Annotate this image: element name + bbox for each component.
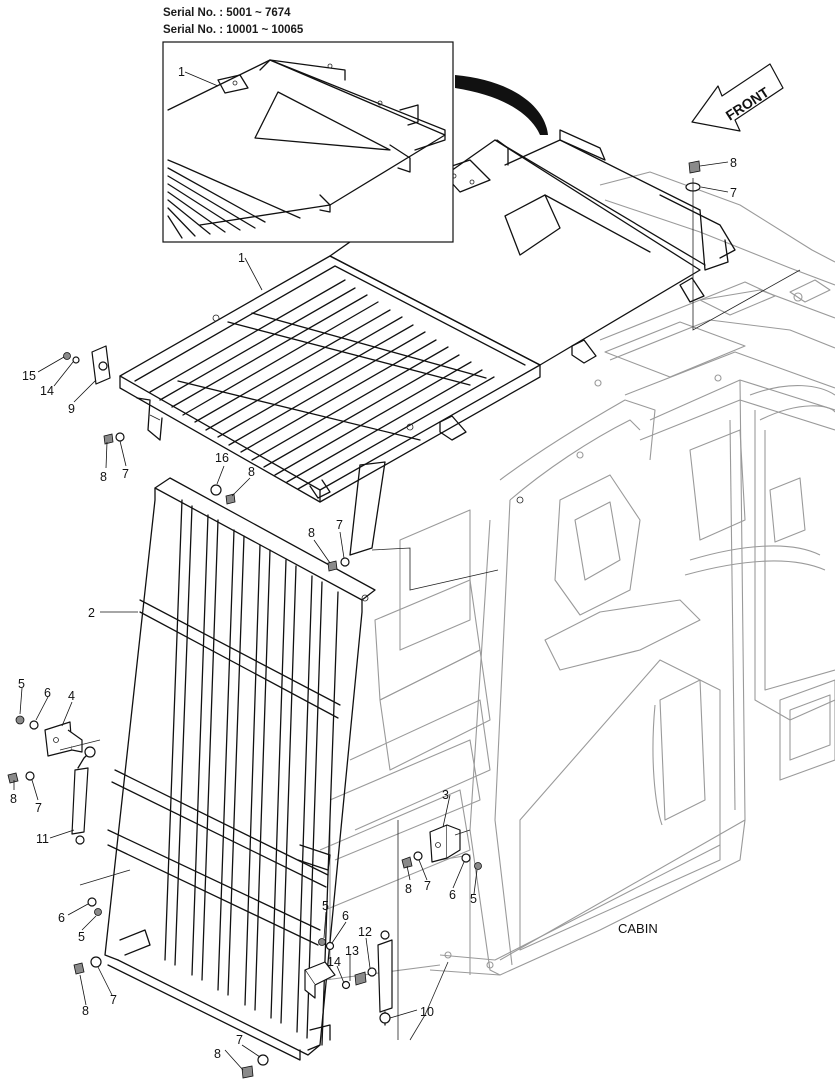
callout-washer-16: 16 <box>215 451 229 465</box>
bracket-4 <box>44 721 83 757</box>
callout-top-guard-1: 1 <box>238 251 245 265</box>
hinge-bracket-9 <box>91 345 111 385</box>
callout-labels: 1 1 2 3 4 5 6 8 7 11 6 5 8 7 8 7 5 6 13 … <box>10 65 737 1061</box>
callout-bolt-8-left-lower: 8 <box>82 1004 89 1018</box>
callout-washer-7-left-upper: 7 <box>35 801 42 815</box>
callout-pin-12: 12 <box>358 925 372 939</box>
cabin-label: CABIN <box>618 921 658 936</box>
fasteners <box>7 160 701 1079</box>
front-arrow: FRONT <box>691 63 784 132</box>
callout-bolt-8-roof: 8 <box>730 156 737 170</box>
callout-nut-5-left-lower: 5 <box>78 930 85 944</box>
callout-washer-14-top: 14 <box>40 384 54 398</box>
callout-washer-7-bottom: 7 <box>236 1033 243 1047</box>
callout-washer-7-roof: 7 <box>730 186 737 200</box>
callout-washer-6-left-lower: 6 <box>58 911 65 925</box>
leader-lines <box>13 71 729 1071</box>
bracket-3 <box>429 824 461 863</box>
callout-washer-6-right: 6 <box>449 888 456 902</box>
callout-hinge-9: 9 <box>68 402 75 416</box>
callout-nut-5-mid: 5 <box>322 899 329 913</box>
gas-stay-11 <box>71 746 96 845</box>
callout-bolt-13: 13 <box>345 944 359 958</box>
gas-stay-10 <box>377 930 393 1026</box>
callout-washer-6-mid: 6 <box>342 909 349 923</box>
callout-nut-5-left: 5 <box>18 677 25 691</box>
callout-bracket-3: 3 <box>442 788 449 802</box>
callout-washer-7-guard-pin: 7 <box>336 518 343 532</box>
front-guard <box>104 477 376 1061</box>
callout-bolt-8-guard-pin: 8 <box>308 526 315 540</box>
callout-washer-14-mid: 14 <box>327 955 341 969</box>
serial-number-range-2: Serial No. : 10001 ~ 10065 <box>163 24 304 36</box>
callout-bolt-8-right-bracket: 8 <box>405 882 412 896</box>
callout-washer-7-hinge: 7 <box>122 467 129 481</box>
callout-bolt-15: 15 <box>22 369 36 383</box>
cabin-body <box>319 171 835 981</box>
callout-bolt-8-left-upper: 8 <box>10 792 17 806</box>
callout-washer-6-left: 6 <box>44 686 51 700</box>
callout-bolt-8-bottom: 8 <box>214 1047 221 1061</box>
inset-detail <box>162 41 548 243</box>
guide-lines <box>59 178 801 1041</box>
serial-number-range-1: Serial No. : 5001 ~ 7674 <box>163 7 291 19</box>
callout-stay-11: 11 <box>36 832 49 846</box>
top-guard <box>119 129 736 556</box>
callout-bracket-4: 4 <box>68 689 75 703</box>
callout-bolt-8-top-mid: 8 <box>248 465 255 479</box>
callout-bolt-8-hinge: 8 <box>100 470 107 484</box>
callout-inset-1: 1 <box>178 65 185 79</box>
callout-stay-10: 10 <box>420 1005 434 1019</box>
callout-washer-7-left-lower: 7 <box>110 993 117 1007</box>
bracket-lower-mid <box>304 961 336 999</box>
callout-front-guard-2: 2 <box>88 606 95 620</box>
callout-nut-5-right: 5 <box>470 892 477 906</box>
callout-washer-7-right-bracket: 7 <box>424 879 431 893</box>
